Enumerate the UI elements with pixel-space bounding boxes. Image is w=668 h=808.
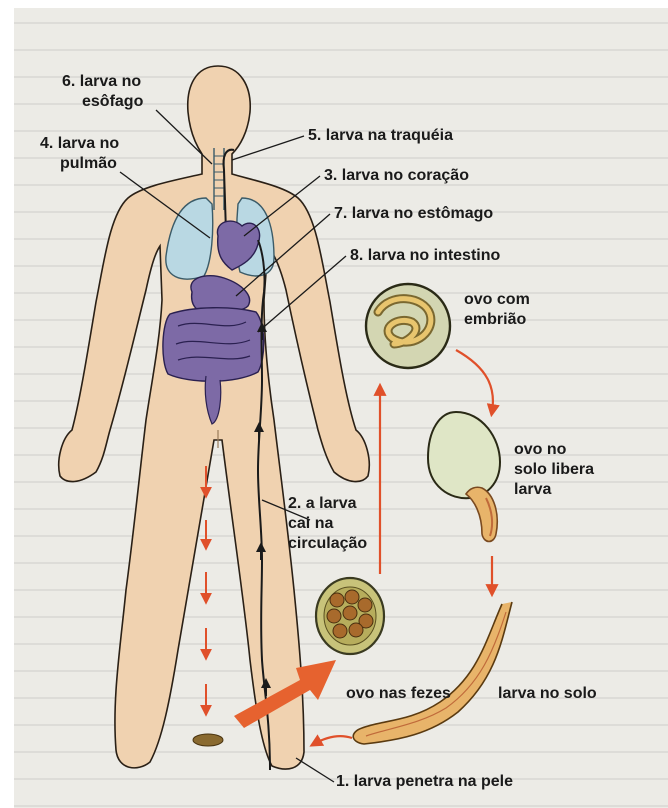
segmented-egg-icon — [316, 578, 384, 654]
label-heart: 3. larva no coração — [324, 166, 469, 186]
cycle-arrow-to-foot — [314, 736, 352, 744]
hatching-egg-icon — [428, 412, 500, 542]
label-intestine: 8. larva no intestino — [350, 246, 500, 266]
feces-icon — [193, 734, 223, 746]
cycle-arrow-down-1 — [456, 350, 493, 412]
label-skin-penetration: 1. larva penetra na pele — [336, 772, 513, 792]
label-stomach: 7. larva no estômago — [334, 204, 493, 224]
label-larva-soil: larva no solo — [498, 684, 597, 704]
label-egg-feces: ovo nas fezes — [346, 684, 451, 704]
label-trachea: 5. larva na traquéia — [308, 126, 453, 146]
egg-with-embryo-icon — [366, 284, 450, 368]
